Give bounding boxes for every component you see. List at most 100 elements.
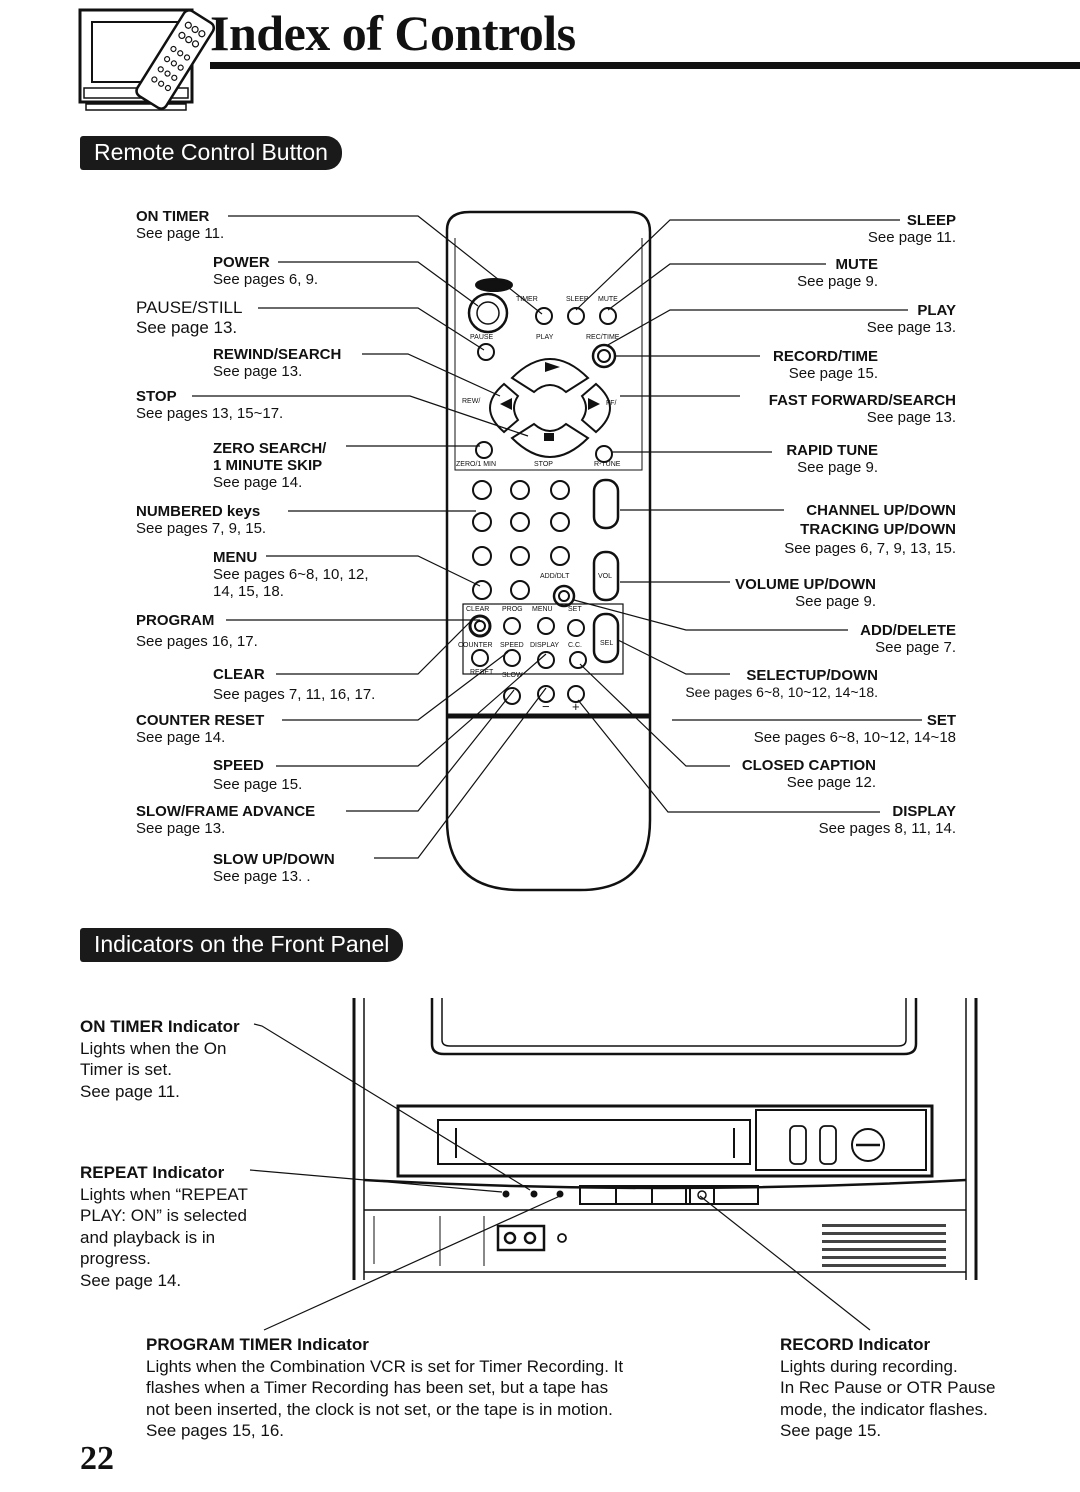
label-title: SLOW UP/DOWN <box>213 851 335 868</box>
label-channel-tracking: CHANNEL UP/DOWN TRACKING UP/DOWN See pag… <box>784 502 956 557</box>
label-pages: See pages 7, 11, 16, 17. <box>213 686 376 703</box>
section-front-heading: Indicators on the Front Panel <box>80 928 404 962</box>
label-pages: See pages 6~8, 10, 12, <box>213 566 369 583</box>
label-pages: See pages 7, 9, 15. <box>136 520 267 537</box>
label-title: FAST FORWARD/SEARCH <box>768 392 956 409</box>
rc-reset-label: RESET <box>470 669 494 676</box>
desc-line: mode, the indicator flashes. <box>780 1399 988 1419</box>
rc-speed-label: SPEED <box>500 642 524 649</box>
label-title-2: 1 MINUTE SKIP <box>213 457 323 474</box>
label-play: PLAY See page 13. <box>867 302 956 336</box>
section-remote-heading: Remote Control Button <box>80 136 342 170</box>
desc-line: PLAY: ON” is selected <box>80 1206 247 1225</box>
label-pages: See page 14. <box>136 729 226 746</box>
desc-line: See page 14. <box>80 1270 182 1290</box>
rc-sleep-label: SLEEP <box>566 296 589 303</box>
desc-title: REPEAT Indicator <box>80 1163 225 1182</box>
label-title: VOLUME UP/DOWN <box>735 576 876 593</box>
label-slow-updown: SLOW UP/DOWN See page 13. . <box>213 851 335 885</box>
desc-line: Timer is set. <box>80 1060 172 1079</box>
tv-front-panel-drawing <box>352 998 978 1280</box>
rc-set-label: SET <box>568 606 582 613</box>
label-title: ON TIMER <box>136 208 210 225</box>
label-title-2: TRACKING UP/DOWN <box>800 521 956 538</box>
label-title: STOP <box>136 388 177 405</box>
label-pages: See pages 6~8, 10~12, 14~18 <box>753 729 956 746</box>
label-title: SLOW/FRAME ADVANCE <box>136 803 316 820</box>
rc-zero-label: ZERO/1 MIN <box>456 461 497 468</box>
label-title: CHANNEL UP/DOWN <box>806 502 956 519</box>
desc-line: See page 11. <box>80 1081 180 1101</box>
rc-minus-label: − <box>542 699 550 714</box>
remote-control-drawing <box>445 210 652 892</box>
label-title: SPEED <box>213 757 264 774</box>
rc-plus-label: + <box>572 699 580 714</box>
page-title: Index of Controls <box>210 5 576 61</box>
desc-line: flashes when a Timer Recording has been … <box>146 1378 609 1397</box>
desc-line: See pages 15, 16. <box>146 1421 285 1440</box>
label-title: MUTE <box>835 256 879 273</box>
speaker-grille <box>822 1224 946 1267</box>
label-title: ZERO SEARCH/ <box>213 440 327 457</box>
label-closed-caption: CLOSED CAPTION See page 12. <box>742 757 876 791</box>
callout-lines-right <box>573 219 922 813</box>
label-counter-reset: COUNTER RESET See page 14. <box>136 712 264 746</box>
desc-record-indicator: RECORD Indicator Lights during recording… <box>780 1334 995 1442</box>
rc-adddlt-label: ADD/DLT <box>540 573 570 580</box>
label-title: SELECTUP/DOWN <box>746 667 878 684</box>
label-pages: See page 13. <box>866 319 956 336</box>
label-title: SET <box>926 712 956 729</box>
rc-clear-label: CLEAR <box>466 606 490 613</box>
label-zero-search: ZERO SEARCH/ 1 MINUTE SKIP See page 14. <box>213 440 326 491</box>
label-pages: See page 14. <box>213 474 303 491</box>
rc-display-label: DISPLAY <box>530 642 560 649</box>
label-pages: See page 7. <box>875 639 956 656</box>
label-pages: See pages 8, 11, 14. <box>818 820 956 837</box>
label-menu: MENU See pages 6~8, 10, 12, 14, 15, 18. <box>213 549 369 600</box>
desc-title: PROGRAM TIMER Indicator <box>146 1335 369 1354</box>
desc-title: ON TIMER Indicator <box>80 1017 240 1036</box>
rc-rtune-label: R-TUNE <box>594 461 621 468</box>
label-pages: See pages 6~8, 10~12, 14~18. <box>685 684 878 700</box>
label-title: MENU <box>213 549 258 566</box>
label-pages: See page 13. . <box>213 868 311 885</box>
label-title: PAUSE/STILL <box>136 298 243 317</box>
label-pages: See page 9. <box>797 459 878 476</box>
desc-line: Lights during recording. <box>780 1356 958 1376</box>
rc-vol-label: VOL <box>598 573 613 580</box>
rc-rew-label: REW/ <box>462 398 481 405</box>
desc-title: RECORD Indicator <box>780 1335 931 1354</box>
label-title: SLEEP <box>906 212 956 229</box>
label-fast-forward: FAST FORWARD/SEARCH See page 13. <box>769 392 956 426</box>
label-title: RAPID TUNE <box>786 442 878 459</box>
label-program: PROGRAM See pages 16, 17. <box>136 612 258 650</box>
label-numbered-keys: NUMBERED keys See pages 7, 9, 15. <box>136 503 266 537</box>
label-pages: See page 11. <box>136 225 225 242</box>
rc-rectime-label: REC/TIME <box>586 334 620 341</box>
label-pause-still: PAUSE/STILL See page 13. <box>136 298 242 338</box>
rc-prog-label: PROG <box>502 606 523 613</box>
callout-lines-left <box>192 215 547 859</box>
label-mute: MUTE See page 9. <box>797 256 878 290</box>
label-title: RECORD/TIME <box>773 348 878 365</box>
label-title: CLEAR <box>213 666 265 683</box>
label-slow-frame: SLOW/FRAME ADVANCE See page 13. <box>136 803 315 837</box>
label-power: POWER See pages 6, 9. <box>213 254 318 288</box>
label-pages-2: 14, 15, 18. <box>213 583 284 600</box>
label-title: NUMBERED keys <box>136 503 261 520</box>
label-pages: See page 11. <box>867 229 956 246</box>
label-title: PLAY <box>917 302 956 319</box>
desc-line: Lights when the On <box>80 1038 227 1058</box>
label-title: PROGRAM <box>136 612 215 629</box>
rc-play-label: PLAY <box>536 334 554 341</box>
rc-menu-label: MENU <box>532 606 553 613</box>
label-pages: See page 15. <box>788 365 878 382</box>
page-number: 22 <box>80 1440 114 1477</box>
label-title: REWIND/SEARCH <box>213 346 342 363</box>
label-pages: See page 9. <box>797 273 878 290</box>
desc-line: In Rec Pause or OTR Pause <box>780 1378 996 1397</box>
desc-line: not been inserted, the clock is not set,… <box>146 1399 613 1419</box>
tv-remote-icon <box>78 8 216 111</box>
rc-mute-label: MUTE <box>598 296 618 303</box>
